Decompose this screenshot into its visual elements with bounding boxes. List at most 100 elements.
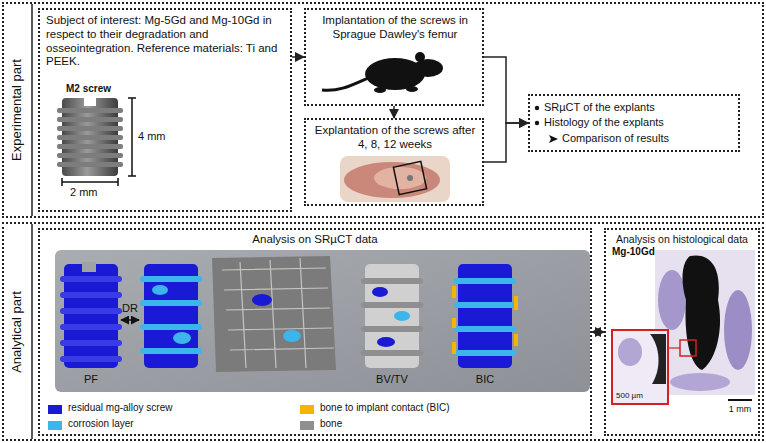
histology-image-part bbox=[668, 347, 680, 348]
femur-photo bbox=[340, 156, 450, 202]
legend-text: residual mg-alloy screw bbox=[68, 402, 172, 414]
rat-silhouette bbox=[322, 52, 443, 93]
flow-arrow bbox=[484, 123, 528, 162]
node-text: Analysis on histological data bbox=[606, 233, 758, 246]
bic-screw-part bbox=[452, 342, 456, 354]
bvtv-screw-part bbox=[361, 350, 423, 356]
band-divider-part bbox=[31, 224, 33, 439]
bone-block-part bbox=[222, 258, 334, 368]
legend-swatch bbox=[48, 405, 62, 414]
histology-image bbox=[655, 250, 755, 400]
bic-screw-part bbox=[454, 326, 516, 332]
bullet-marks-part bbox=[549, 135, 558, 143]
bvtv-screw-part bbox=[361, 302, 423, 308]
histology-image-part bbox=[724, 290, 752, 370]
bvtv-screw-part bbox=[372, 287, 388, 297]
bvtv-screw bbox=[361, 264, 423, 368]
screw-drawing-part bbox=[57, 153, 123, 158]
node-text: Analysis on SRµCT data bbox=[40, 233, 590, 247]
figure-label: BV/TV bbox=[367, 373, 417, 386]
rat-silhouette-part bbox=[322, 78, 368, 90]
femur-photo-part bbox=[393, 161, 426, 194]
bic-screw-part bbox=[452, 318, 456, 328]
histology-image-part bbox=[655, 250, 755, 395]
pf-screw-part bbox=[60, 324, 122, 330]
band-label: Experimental part bbox=[9, 59, 25, 161]
corroded-screw-part bbox=[140, 276, 202, 282]
femur-photo-part bbox=[407, 175, 413, 181]
node-text: Subject of interest: Mg-5Gd and Mg-10Gd … bbox=[46, 14, 286, 69]
bone-block-part bbox=[212, 256, 336, 372]
legend-text: bone to implant contact (BIC) bbox=[320, 402, 450, 414]
corroded-screw-part bbox=[152, 285, 168, 295]
screw-drawing-part bbox=[57, 144, 123, 149]
rat-silhouette-part bbox=[374, 87, 386, 93]
dimension-bar-part bbox=[62, 181, 118, 183]
figure-label: Mg-10Gd bbox=[612, 246, 662, 258]
legend-text: corrosion layer bbox=[68, 418, 134, 430]
band-divider-part bbox=[31, 4, 33, 216]
bic-screw-part bbox=[454, 278, 516, 284]
screw-drawing-part bbox=[84, 97, 96, 106]
histology-inset bbox=[612, 330, 668, 404]
node-text: Histology of the explants bbox=[544, 116, 734, 129]
pf-screw-part bbox=[82, 262, 96, 272]
pf-screw-part bbox=[60, 292, 122, 298]
corroded-screw-part bbox=[173, 332, 191, 344]
screw-drawing-part bbox=[57, 135, 123, 140]
node-text: Implantation of the screws in Sprague Da… bbox=[312, 14, 478, 42]
flow-arrow bbox=[592, 331, 604, 333]
figure-label: 2 mm bbox=[70, 186, 110, 199]
screw-drawing-part bbox=[57, 108, 123, 113]
dimension-bar-part bbox=[128, 97, 136, 99]
pf-screw bbox=[60, 262, 122, 368]
screw-drawing-part bbox=[57, 126, 123, 131]
bullet-marks-part bbox=[535, 121, 539, 125]
section-band: Experimental part Subject of interest: Mg… bbox=[2, 2, 764, 218]
figure-label: BIC bbox=[468, 373, 502, 386]
figure-label: M2 screw bbox=[66, 83, 126, 95]
srct-panel bbox=[55, 250, 590, 392]
figure-label: 1 mm bbox=[724, 404, 756, 415]
bic-screw-part bbox=[514, 296, 518, 310]
dimension-bar-part bbox=[128, 175, 136, 177]
rat-silhouette-part bbox=[415, 52, 425, 62]
process-box: Explantation of the screws after 4, 8, 1… bbox=[304, 118, 484, 206]
pf-screw-part bbox=[60, 308, 122, 314]
process-box: SRµCT of the explantsHistology of the ex… bbox=[528, 94, 740, 152]
bone-block bbox=[212, 256, 336, 372]
node-text: SRµCT of the explants bbox=[544, 101, 734, 114]
pf-screw-part bbox=[60, 356, 122, 362]
dimension-bar-part bbox=[117, 178, 119, 186]
femur-photo-part bbox=[344, 162, 440, 198]
dimension-bar-part bbox=[61, 178, 63, 186]
screw-drawing bbox=[57, 97, 123, 176]
histology-image-part bbox=[670, 373, 730, 391]
pf-screw-part bbox=[60, 276, 122, 282]
rat-silhouette-part bbox=[406, 86, 418, 92]
dr-arrow bbox=[121, 320, 139, 321]
corroded-screw-part bbox=[140, 324, 202, 330]
histology-inset-part bbox=[612, 330, 668, 404]
node-text: Comparison of results bbox=[562, 132, 734, 145]
figure-label: 500 µm bbox=[616, 391, 664, 401]
legend-text: bone bbox=[320, 418, 342, 430]
bic-screw bbox=[452, 264, 518, 368]
bone-block-part bbox=[252, 294, 272, 306]
process-box: Subject of interest: Mg-5Gd and Mg-10Gd … bbox=[38, 8, 292, 212]
bullet-marks-part bbox=[535, 106, 539, 110]
node-text: Explantation of the screws after 4, 8, 1… bbox=[312, 124, 478, 152]
legend-swatch bbox=[300, 421, 314, 430]
pf-screw-part bbox=[60, 340, 122, 346]
corroded-screw bbox=[140, 264, 202, 368]
dimension-bar-part bbox=[131, 98, 133, 176]
bvtv-screw-part bbox=[394, 311, 410, 321]
band-label: Analytical part bbox=[9, 291, 25, 373]
histology-image-part bbox=[683, 255, 721, 370]
legend-swatch bbox=[300, 405, 314, 414]
figure-label: PF bbox=[76, 373, 106, 386]
legend-swatch bbox=[48, 421, 62, 430]
histology-inset-part bbox=[618, 338, 642, 366]
rat-silhouette-part bbox=[413, 59, 443, 77]
bvtv-screw-part bbox=[361, 278, 423, 284]
